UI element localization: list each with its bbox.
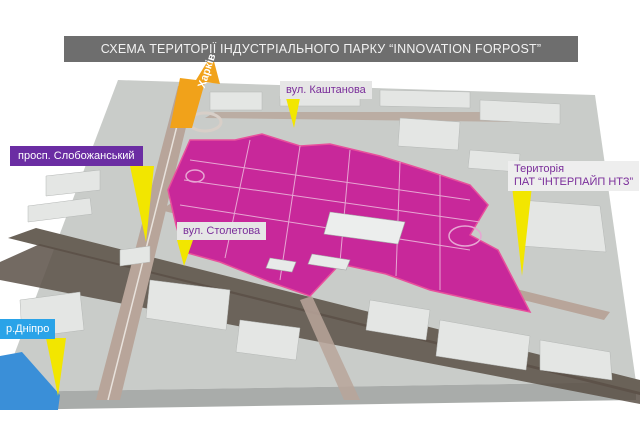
- map-title: СХЕМА ТЕРИТОРІЇ ІНДУСТРІАЛЬНОГО ПАРКУ “I…: [64, 36, 578, 62]
- park-building-3: [265, 257, 297, 273]
- avenue-road: [96, 86, 196, 400]
- river: [0, 352, 60, 410]
- territory-line-2: ПАТ “ІНТЕРПАЙП НТЗ”: [514, 176, 634, 188]
- avenue-centerline: [107, 85, 188, 401]
- street-road-upper: [205, 112, 520, 122]
- park-building-2: [307, 253, 351, 271]
- label-kashtanova-street: вул. Каштанова: [280, 81, 372, 99]
- kharkiv-arrow-icon: [170, 54, 220, 128]
- label-dnipro-river: р.Дніпро: [0, 319, 56, 339]
- park-roundabout: [448, 225, 482, 247]
- label-slobozhanskyi-avenue: просп. Слобожанський: [10, 146, 143, 166]
- territory-line-1: Територія: [514, 163, 565, 175]
- street-road-curve: [300, 296, 360, 400]
- label-interpipe-territory: Територія ПАТ “ІНТЕРПАЙП НТЗ”: [508, 161, 640, 191]
- yellow-arrow-icon: [46, 98, 532, 396]
- roundabout-west: [185, 169, 205, 183]
- label-stoletova-street: вул. Столетова: [177, 222, 267, 240]
- ground-side: [0, 382, 636, 410]
- buildings: [19, 89, 613, 381]
- park-main-building: [323, 211, 406, 245]
